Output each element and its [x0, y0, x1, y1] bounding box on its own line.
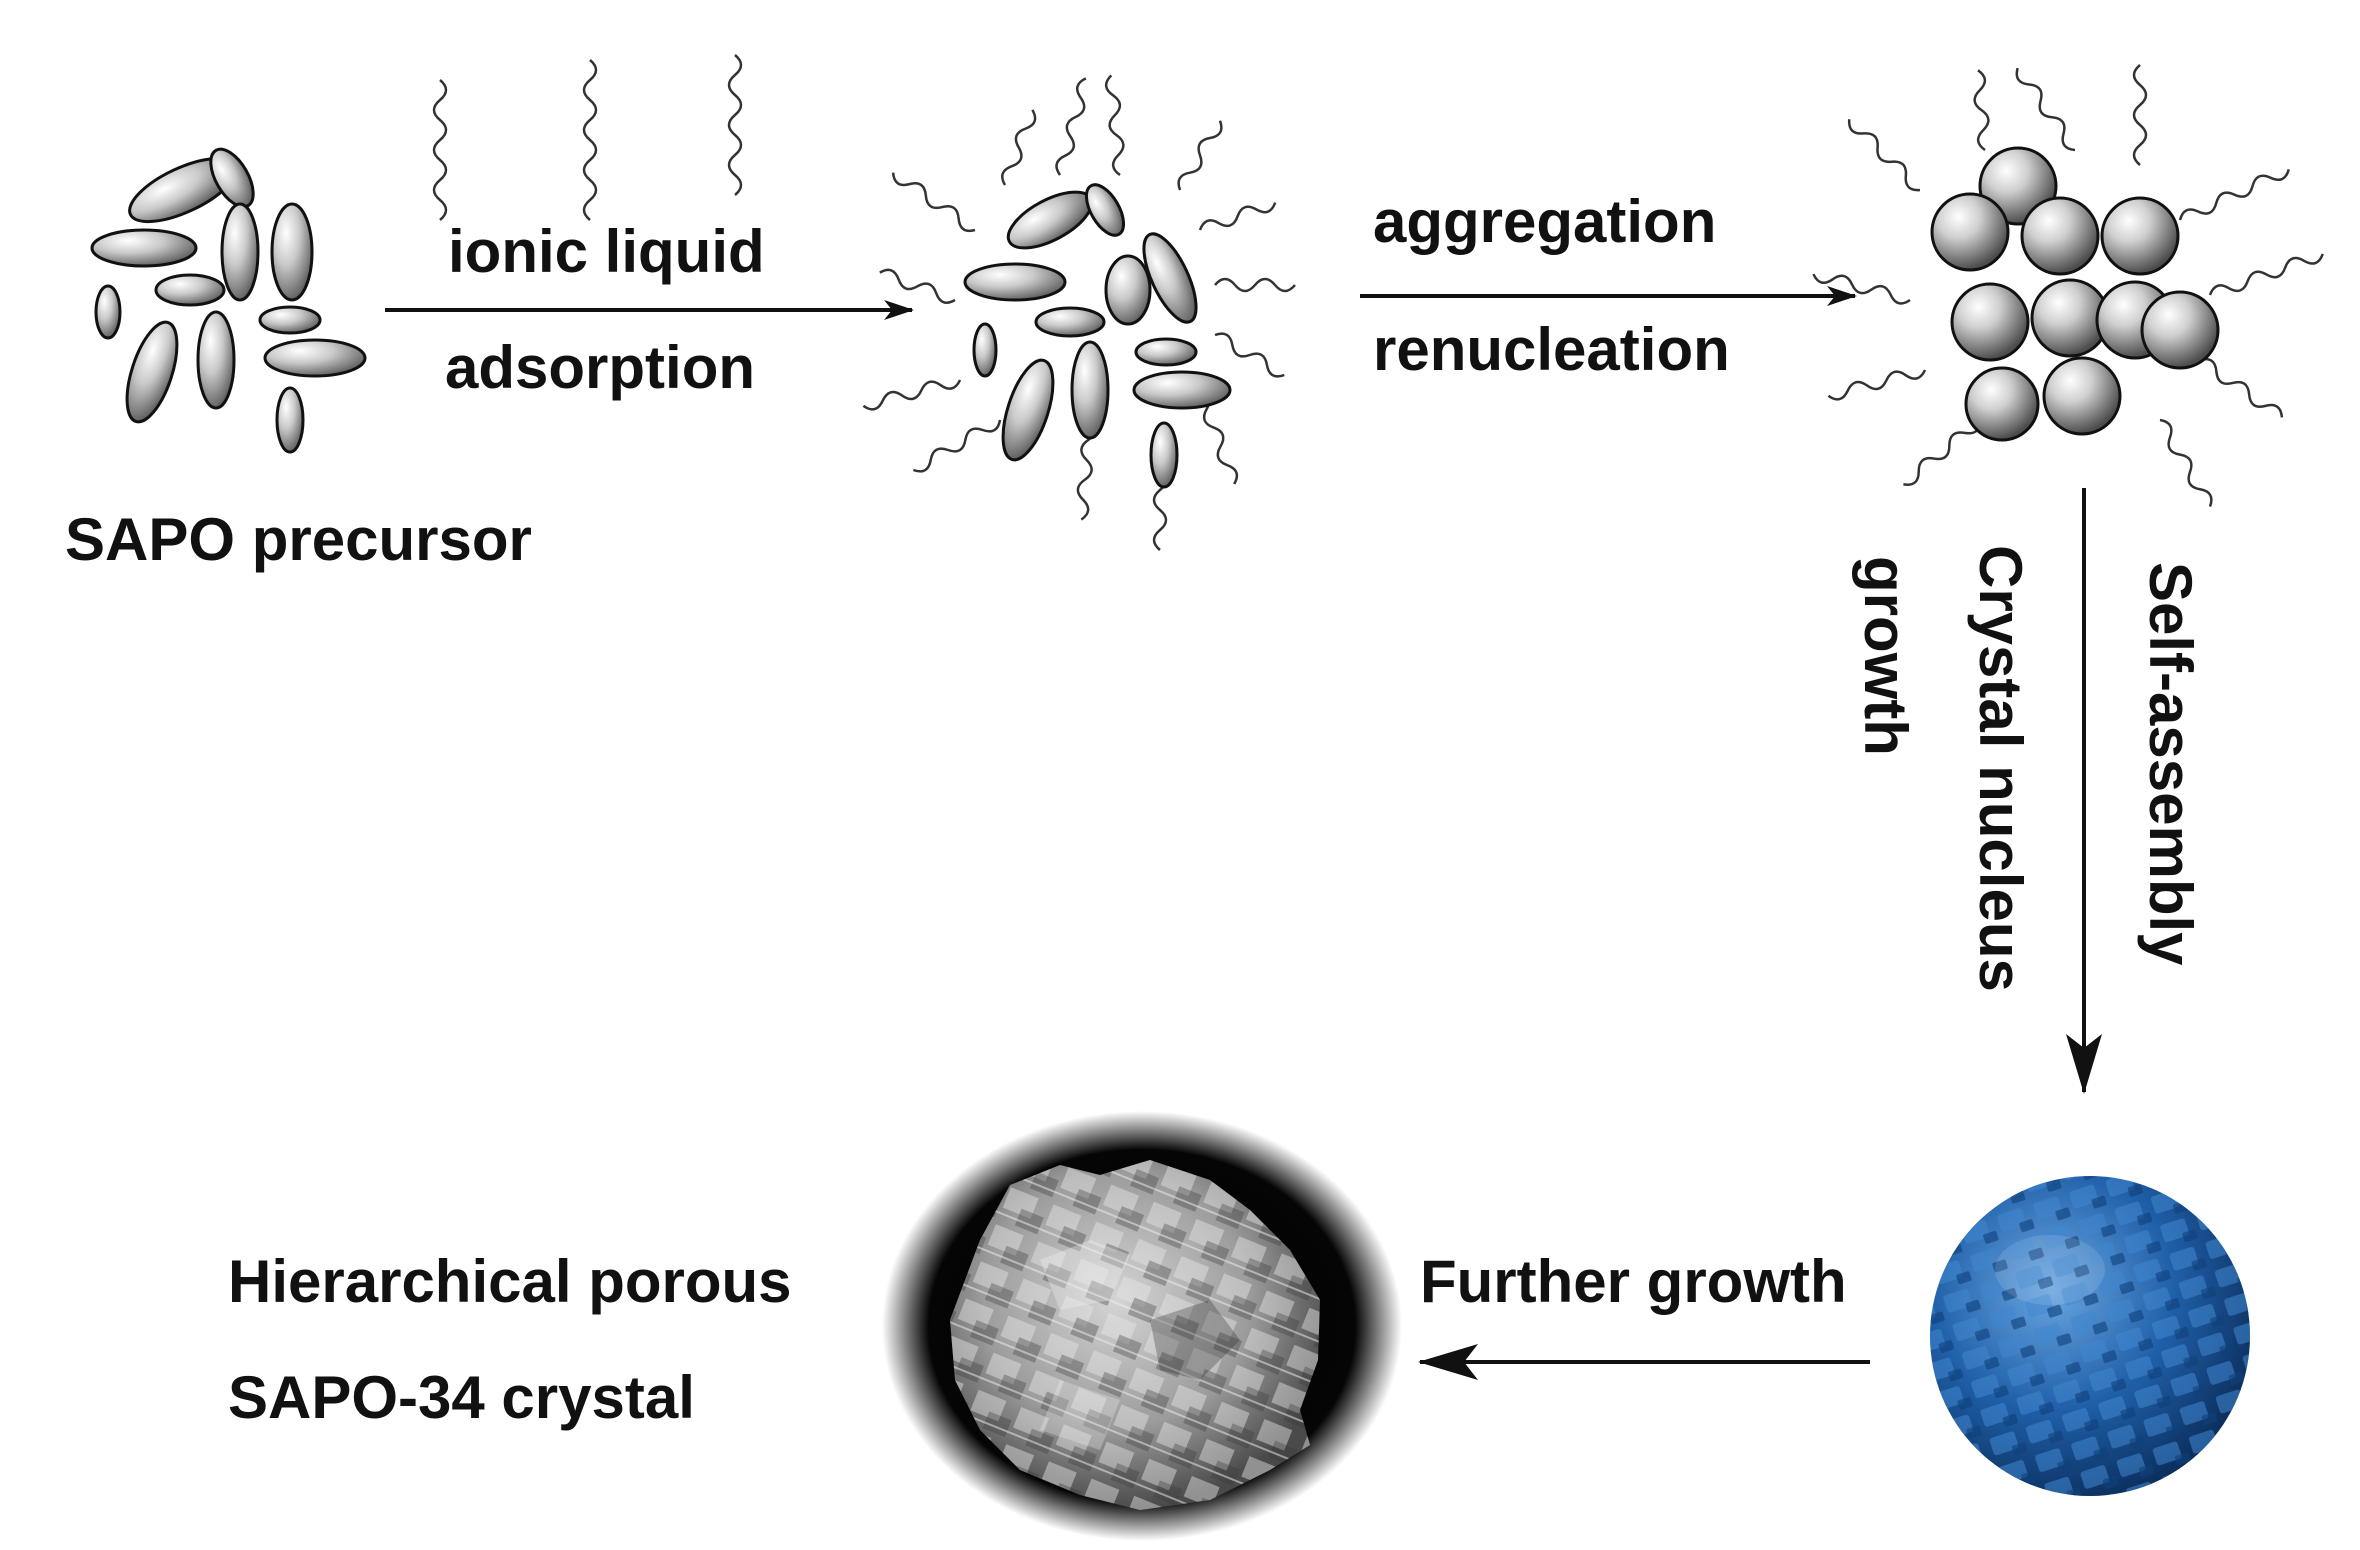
label-further-growth: Further growth [1420, 1248, 1847, 1315]
sphere-aggregate-icon [1812, 64, 2324, 508]
precursor-cluster-icon [90, 147, 367, 454]
label-crystal-nucleus: Crystal nucleus [1967, 545, 2034, 992]
free-ionic-liquid-chains [432, 54, 743, 221]
sem-crystal-image-icon [882, 1111, 1402, 1541]
label-aggregation: aggregation [1373, 188, 1717, 255]
adsorbed-cluster-icon [862, 74, 1296, 551]
label-sapo-precursor: SAPO precursor [65, 506, 532, 573]
label-adsorption: adsorption [445, 334, 755, 401]
label-growth: growth [1852, 556, 1919, 756]
label-sapo34-crystal: SAPO-34 crystal [228, 1364, 695, 1431]
label-self-assembly: Self-assembly [2137, 562, 2204, 966]
blue-nucleus-sphere-icon [1930, 1176, 2250, 1496]
label-ionic-liquid: ionic liquid [448, 218, 765, 285]
label-hierarchical-porous: Hierarchical porous [228, 1248, 792, 1315]
label-renucleation: renucleation [1373, 316, 1730, 383]
